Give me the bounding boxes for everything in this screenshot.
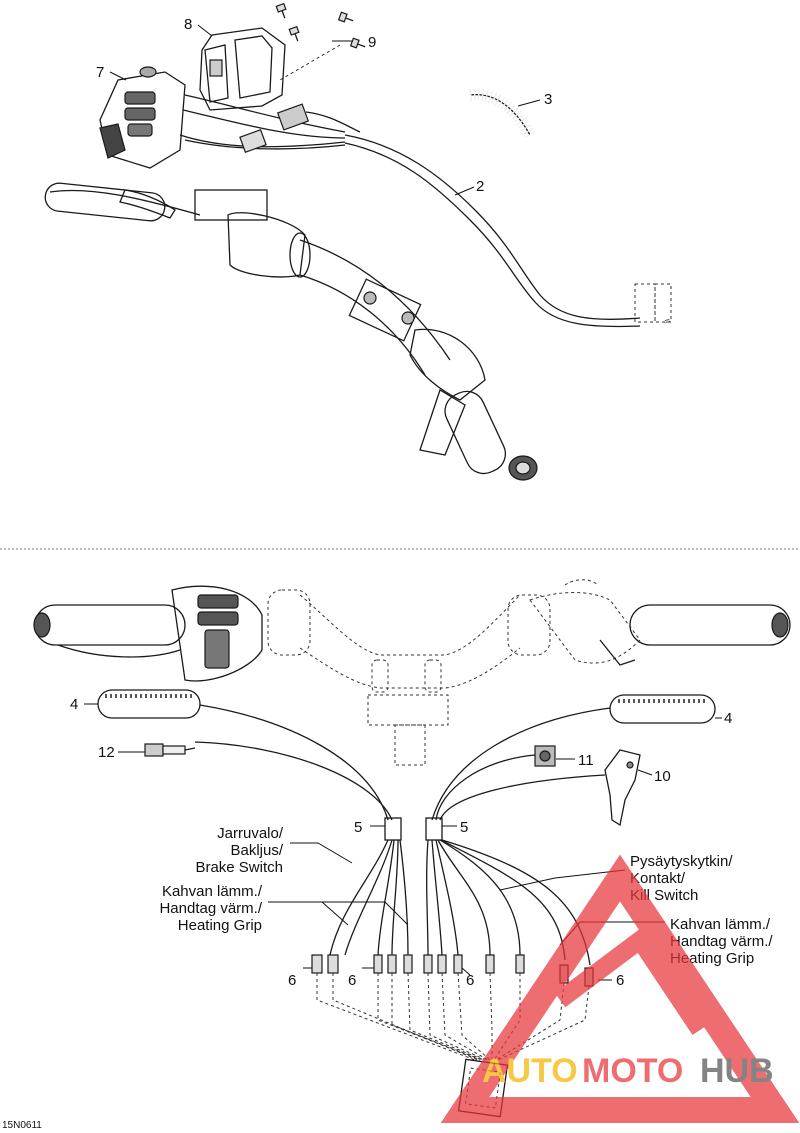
leader-10: [637, 769, 653, 776]
leader-8: [197, 24, 213, 37]
svg-text:≈: ≈: [663, 315, 672, 327]
harness-connectors: [239, 103, 361, 154]
callout-4-left: 4: [70, 696, 78, 713]
callout-5-left: 5: [354, 819, 362, 836]
temperature-sensor: [144, 743, 196, 757]
callout-6d: 6: [616, 972, 624, 989]
label-brake-switch: Jarruvalo/ Bakljus/ Brake Switch: [195, 825, 283, 876]
kill-switch-cap: [534, 745, 556, 767]
callout-10: 10: [654, 768, 671, 785]
callout-4-right: 4: [724, 710, 732, 727]
right-grip-throttle: [529, 579, 791, 666]
callout-11: 11: [578, 752, 594, 769]
leader-7: [109, 71, 127, 81]
bottom-wiring-view: 4 4 12 11 10 5 5 6 6 6 6 Jarruvalo/ Bakl…: [2, 579, 791, 1131]
leader-brake: [290, 842, 353, 864]
callout-12: 12: [98, 744, 115, 761]
leader-2: [454, 186, 475, 196]
wiring-harness: ≈: [344, 134, 673, 328]
label-kill-line2: Kontakt/: [630, 870, 686, 887]
protective-sleeve: [469, 88, 536, 139]
screws: [275, 2, 366, 81]
leader-kill: [499, 869, 626, 891]
heating-grip-element-left: [97, 689, 201, 719]
label-brake-line1: Jarruvalo/: [217, 825, 284, 842]
leader-6c: [461, 967, 471, 976]
label-brake-line3: Brake Switch: [195, 859, 283, 876]
label-heating-left-line2: Handtag värm./: [159, 900, 262, 917]
callout-5-right: 5: [460, 819, 468, 836]
leader-3: [517, 99, 541, 107]
callout-8: 8: [184, 16, 192, 33]
label-heating-left-line3: Heating Grip: [178, 917, 262, 934]
leader-heating-left: [268, 901, 409, 926]
watermark-auto: AUTO: [482, 1052, 578, 1090]
watermark-hub: HUB: [700, 1052, 774, 1090]
switch-housing-cover: [199, 27, 286, 111]
handlebar-assembly: [44, 182, 538, 481]
sleeve-right: [425, 817, 443, 841]
callout-6a: 6: [288, 972, 296, 989]
sleeve-left: [384, 817, 402, 841]
callout-6b: 6: [348, 972, 356, 989]
watermark-logo: AUTO MOTO HUB: [440, 854, 800, 1123]
diagram-code: 15N0611: [2, 1120, 42, 1131]
label-heating-left-line1: Kahvan lämm./: [162, 883, 263, 900]
callout-3: 3: [544, 91, 552, 108]
wire-bundle: [194, 704, 611, 821]
watermark-moto: MOTO: [582, 1052, 683, 1090]
heating-grip-element-right: [609, 694, 716, 724]
label-heating-grip-left: Kahvan lämm./ Handtag värm./ Heating Gri…: [159, 883, 262, 934]
label-heating-right-line1: Kahvan lämm./: [670, 916, 771, 933]
label-brake-line2: Bakljus/: [230, 842, 283, 859]
left-grip-switch: [33, 585, 263, 682]
brake-switch-bracket: [604, 749, 641, 827]
label-heating-grip-right: Kahvan lämm./ Handtag värm./ Heating Gri…: [670, 916, 773, 967]
label-kill-line1: Pysäytyskytkin/: [630, 853, 733, 870]
callout-7: 7: [96, 64, 104, 81]
handlebar-outline: [267, 589, 551, 766]
label-heating-right-line2: Handtag värm./: [670, 933, 773, 950]
top-assembly-view: ≈: [44, 2, 673, 481]
callout-9: 9: [368, 34, 376, 51]
callout-6c: 6: [466, 972, 474, 989]
callout-2: 2: [476, 178, 484, 195]
switch-assembly: [99, 66, 346, 169]
